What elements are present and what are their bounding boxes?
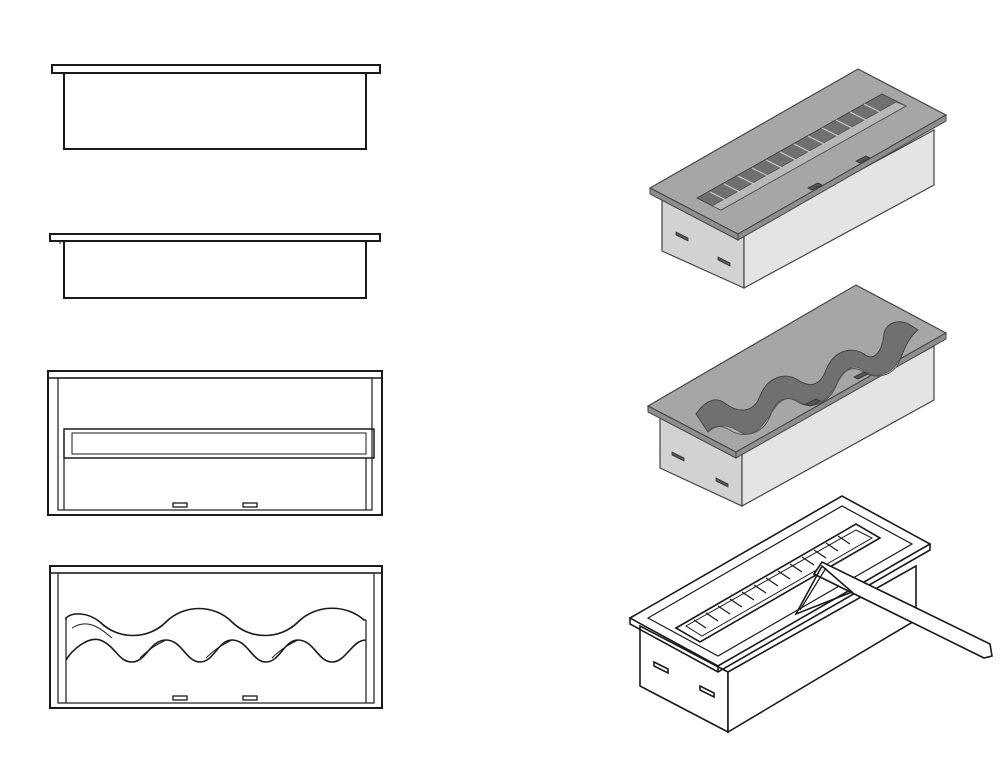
box-body	[63, 72, 367, 150]
side-view-tall	[51, 64, 381, 150]
vent-slot-right	[242, 695, 258, 701]
vent-slot	[699, 684, 715, 699]
box-body	[63, 240, 367, 299]
iso-wavy-burner	[646, 284, 948, 508]
top-flange	[49, 233, 381, 242]
inner-box-outline	[57, 377, 373, 511]
side-view-short	[49, 233, 381, 299]
vent-slot-right	[242, 502, 258, 508]
iso-burner-with-lid-tool	[628, 495, 993, 734]
straight-opening	[63, 428, 375, 459]
lid-tool-bracket	[794, 564, 854, 616]
vent-slot	[653, 660, 669, 675]
top-view-wavy-opening	[49, 565, 383, 709]
outer-flange	[49, 565, 383, 709]
vent-slot-left	[172, 695, 188, 701]
outer-flange	[47, 370, 383, 516]
inner-box-outline	[57, 572, 375, 704]
vent-slot-left	[172, 502, 188, 508]
iso-straight-burner	[648, 68, 948, 290]
lid-tool-handle	[812, 560, 993, 659]
top-view-straight-opening	[47, 370, 383, 516]
wavy-opening-upper	[65, 607, 366, 637]
wavy-opening-lower	[65, 638, 367, 663]
top-flange	[51, 64, 381, 74]
